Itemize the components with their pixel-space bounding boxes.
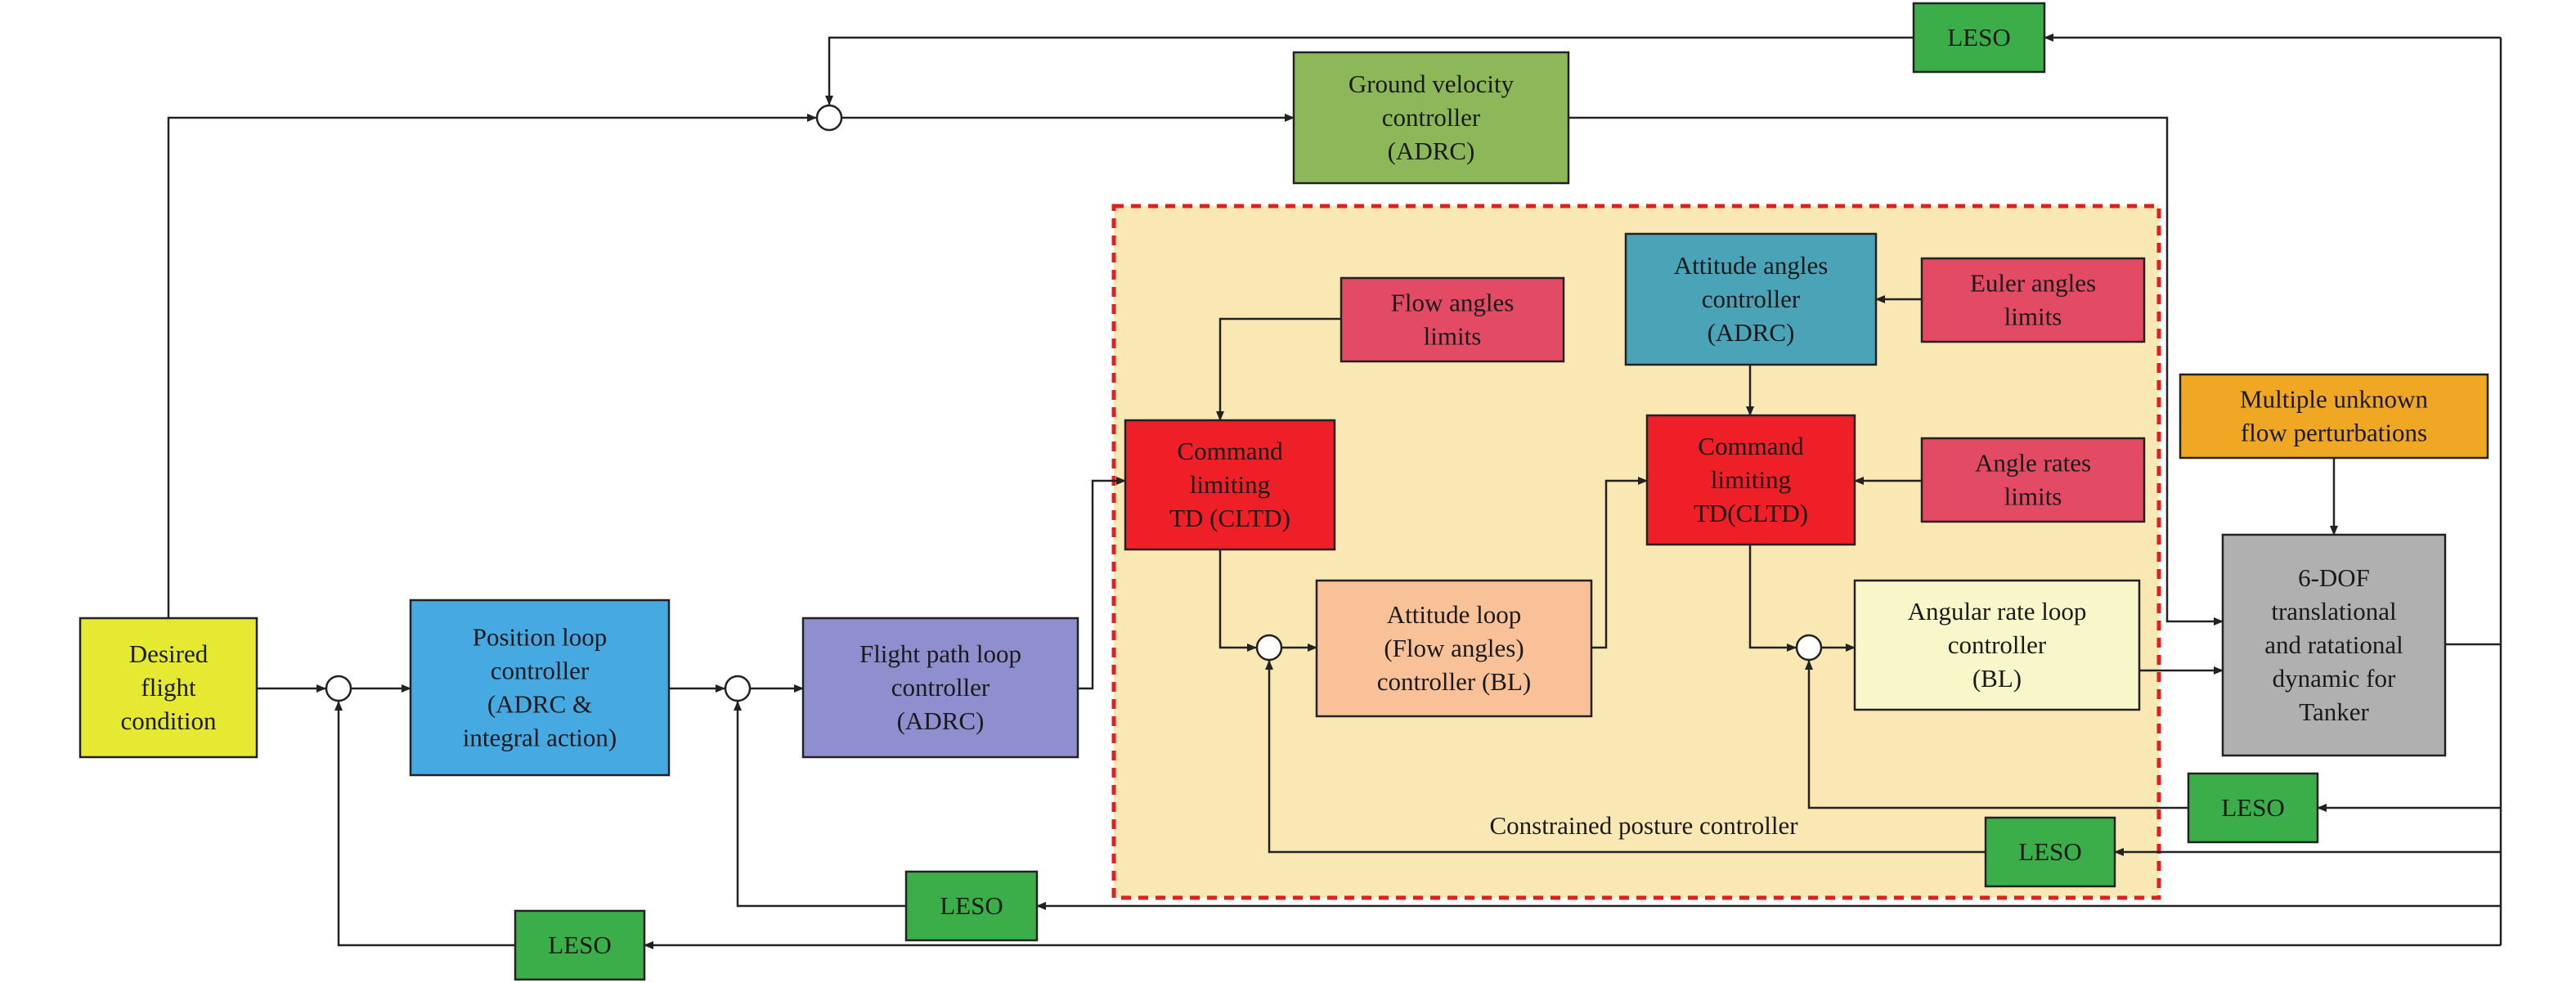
block-label: Attitude angles controller (ADRC) [1674,251,1829,347]
block-label-line: Attitude angles [1674,251,1829,280]
flow-perturbations-block: Multiple unknown flow perturbations [2179,373,2489,460]
block-label: Euler angles limits [1970,269,2096,331]
block-label-line: translational [2271,597,2396,626]
block-label: 6-DOF translational and ratational dynamic … [2264,563,2403,726]
block-label-line: Angle rates [1975,449,2091,478]
block-label-line: dynamic for [2273,664,2396,693]
block-label-line: controller [491,657,590,685]
block-label-line: Ground velocity [1349,70,1515,98]
leso-block-rate-loop: LESO [2187,772,2319,844]
block-label-line: Euler angles [1970,269,2096,298]
block-label-line: LESO [548,930,612,959]
summing-junction-flight-path [724,675,752,702]
block-label-line: condition [120,706,217,735]
block-label-line: LESO [940,891,1003,920]
block-label-line: Tanker [2299,697,2369,726]
block-label-line: controller [1948,630,2047,659]
block-label: Position loop controller (ADRC & integral a… [463,623,617,752]
block-label: LESO [2221,793,2285,822]
desired-flight-condition-block: Desired flight condition [79,617,258,759]
block-label: LESO [2018,837,2082,866]
region-label: Constrained posture controller [1489,811,1798,840]
block-label-line: LESO [2221,793,2285,822]
block-label-line: (ADRC) [1388,137,1475,165]
block-label: Ground velocity controller (ADRC) [1349,70,1515,165]
block-label: LESO [548,930,612,959]
block-label-line: controller [1702,285,1801,313]
block-label-line: and ratational [2264,630,2403,659]
summing-junction-attitude [1255,634,1283,661]
signal-wires [167,34,2502,949]
block-label-line: limits [2004,482,2062,511]
block-label-line: Flow angles [1391,289,1515,317]
leso-block-position: LESO [514,909,646,981]
flow-angles-limits-block: Flow angles limits [1340,276,1565,363]
block-label-line: TD(CLTD) [1694,499,1808,527]
summing-junction-angular-rate [1795,634,1823,661]
block-label-line: Command [1698,432,1804,460]
block-label-line: LESO [1947,23,2011,52]
leso-block-flight-path: LESO [904,870,1039,942]
leso-block-attitude-loop: LESO [1984,816,2116,888]
block-label-line: Multiple unknown [2240,385,2428,414]
leso-block-top: LESO [1912,2,2046,74]
six-dof-dynamics-block: 6-DOF translational and ratational dynamic … [2221,533,2447,757]
attitude-loop-controller-block: Attitude loop (Flow angles) controller (BL… [1315,579,1593,718]
block-label-line: Position loop [473,623,608,652]
block-label-line: controller [891,673,990,702]
block-label-line: 6-DOF [2298,563,2370,592]
block-label-line: (ADRC) [1708,318,1795,347]
summing-junction-position [325,675,352,702]
block-label: Flight path loop controller (ADRC) [859,639,1021,735]
ground-velocity-controller-block: Ground velocity controller (ADRC) [1292,51,1570,185]
block-label: Multiple unknown flow perturbations [2240,385,2428,447]
position-loop-controller-block: Position loop controller (ADRC & integral a… [409,599,671,777]
block-label-line: integral action) [463,724,617,752]
block-label: Attitude loop (Flow angles) controller (BL… [1377,600,1532,696]
command-limiting-td-block-1: Command limiting TD (CLTD) [1124,419,1336,551]
euler-angles-limits-block: Euler angles limits [1920,257,2146,343]
block-label-line: TD (CLTD) [1169,504,1290,532]
block-label-line: Angular rate loop [1908,597,2087,626]
attitude-angles-controller-block: Attitude angles controller (ADRC) [1624,232,1878,366]
block-label: Desired flight condition [120,639,217,735]
block-label: Flow angles limits [1391,289,1515,351]
block-label-line: Attitude loop [1387,600,1521,629]
block-label-line: limits [1424,322,1482,351]
block-label: LESO [940,891,1003,920]
block-label-line: LESO [2018,837,2082,866]
block-label-line: controller [1382,103,1481,132]
block-label: Command limiting TD (CLTD) [1169,437,1290,532]
flight-path-loop-controller-block: Flight path loop controller (ADRC) [801,617,1079,759]
block-label-line: flow perturbations [2241,419,2427,447]
angular-rate-loop-controller-block: Angular rate loop controller (BL) [1853,579,2141,711]
block-label-line: limiting [1711,465,1791,494]
block-label-line: limiting [1190,470,1270,499]
block-label: Angle rates limits [1975,449,2091,511]
block-label-line: Flight path loop [859,639,1021,668]
block-label: Angular rate loop controller (BL) [1908,597,2087,693]
block-label-line: (Flow angles) [1384,634,1524,662]
block-label-line: (BL) [1972,664,2022,693]
angle-rates-limits-block: Angle rates limits [1920,437,2146,523]
block-label-line: Desired [129,639,209,668]
block-label-line: (ADRC) [897,706,985,735]
block-label-line: (ADRC & [487,690,592,719]
block-label-line: Command [1177,437,1283,465]
block-label-line: flight [141,673,196,702]
block-label: LESO [1947,23,2011,52]
block-label-line: controller (BL) [1377,667,1532,696]
summing-junction-ground-velocity [815,104,843,132]
block-label-line: limits [2004,303,2062,331]
